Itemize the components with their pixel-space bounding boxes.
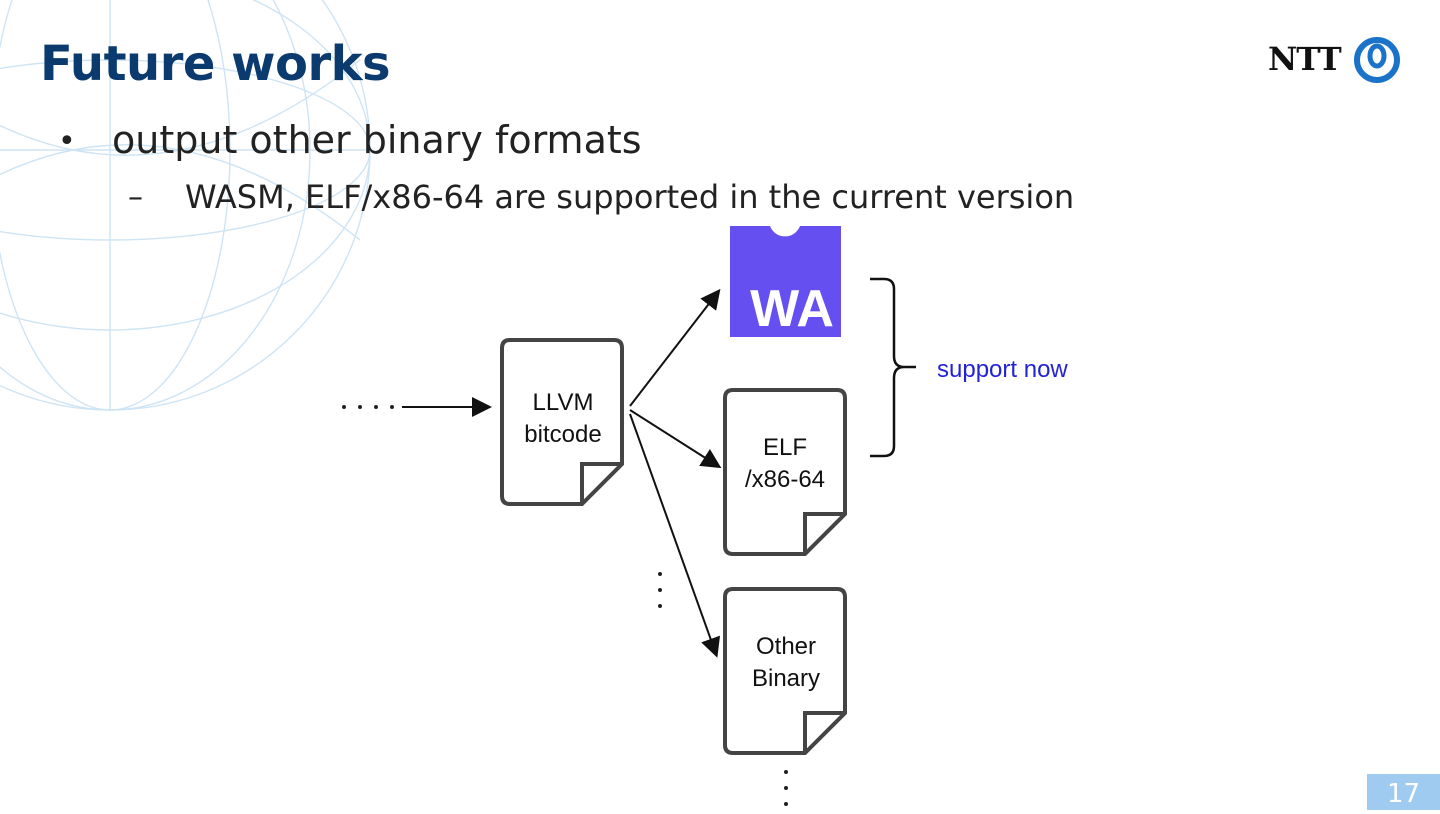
page-title: Future works — [40, 36, 391, 92]
llvm-label-line2: bitcode — [524, 421, 601, 448]
llvm-label-line1: LLVM — [533, 389, 594, 416]
sub-bullet-text: WASM, ELF/x86-64 are supported in the cu… — [185, 178, 1075, 216]
page-number: 17 — [1367, 774, 1440, 810]
bullet-text: output other binary formats — [112, 118, 642, 162]
incoming-dots — [342, 405, 394, 409]
elf-label-line1: ELF — [763, 434, 807, 461]
bullet-dot-icon: • — [58, 124, 76, 159]
elf-document: ELF /x86-64 — [723, 388, 847, 556]
wasm-logo: WA — [730, 226, 841, 338]
ntt-logo: NTT — [1268, 36, 1404, 84]
sub-bullet-dash-icon: – — [128, 180, 143, 215]
arrow-to-other — [629, 413, 721, 658]
arrow-to-wasm — [629, 288, 721, 407]
wasm-logo-text: WA — [750, 280, 834, 338]
vertical-ellipsis-bottom — [784, 770, 788, 806]
elf-label-line2: /x86-64 — [745, 466, 825, 493]
globe-decoration-icon — [0, 0, 371, 411]
brace-icon — [870, 277, 916, 458]
other-label-line2: Binary — [752, 665, 820, 692]
other-binary-document: Other Binary — [723, 587, 847, 755]
vertical-ellipsis-middle — [658, 572, 662, 608]
arrow-to-elf — [629, 409, 722, 469]
support-now-label: support now — [937, 356, 1068, 383]
llvm-bitcode-document: LLVM bitcode — [500, 338, 624, 506]
ntt-logo-mark-icon — [1354, 37, 1400, 83]
ntt-logo-text: NTT — [1268, 40, 1342, 78]
other-label-line1: Other — [756, 633, 816, 660]
